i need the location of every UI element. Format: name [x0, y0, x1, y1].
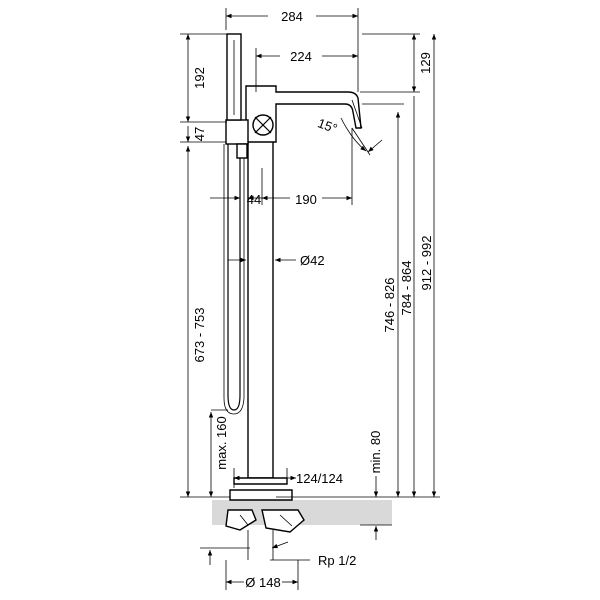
dim-height-spout-high: 784 - 864 [399, 261, 414, 316]
dim-height-lower: 673 - 753 [192, 308, 207, 363]
dim-height-spout-low: 746 - 826 [382, 278, 397, 333]
dim-spout-height: 129 [418, 52, 433, 74]
dim-hand-shower-length: 192 [192, 67, 207, 89]
dim-spout-offset: 190 [295, 192, 317, 207]
dim-floor-clearance: max. 160 [214, 416, 229, 469]
dim-min-80: min. 80 [368, 431, 383, 474]
dim-holder-height: 47 [192, 127, 207, 141]
dimension-lines [180, 8, 440, 590]
dim-pipe-diameter: Ø42 [300, 253, 325, 268]
dim-spout-reach: 224 [290, 49, 312, 64]
dim-total-height: 912 - 992 [419, 236, 434, 291]
dim-thread: Rp 1/2 [318, 553, 356, 568]
faucet-body [223, 33, 363, 560]
dim-hose-offset: 44 [247, 192, 261, 207]
dim-top-width: 284 [281, 9, 303, 24]
dim-angle: 15° [316, 115, 340, 136]
dim-base-widths: 124/124 [296, 471, 343, 486]
dim-base-diameter: Ø 148 [245, 575, 280, 590]
